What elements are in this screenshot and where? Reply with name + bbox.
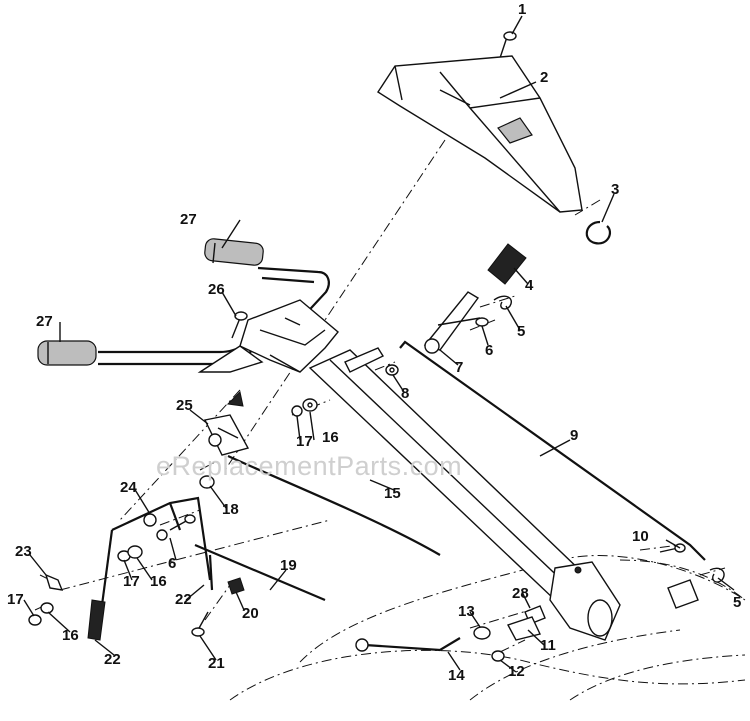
hand-grip-part-27-upper bbox=[204, 238, 264, 266]
callout-22-left: 22 bbox=[104, 651, 121, 668]
callout-20: 20 bbox=[242, 605, 259, 622]
control-bracket-part-25 bbox=[203, 390, 250, 456]
callout-8: 8 bbox=[401, 385, 409, 402]
cable-clamp-part-20 bbox=[227, 577, 245, 595]
tube-mount-bracket bbox=[549, 561, 621, 641]
callout-leaders bbox=[23, 15, 735, 673]
callout-5-top: 5 bbox=[517, 323, 525, 340]
callout-2: 2 bbox=[540, 69, 548, 86]
handle-tube-part-15 bbox=[308, 347, 587, 601]
callout-6-top: 6 bbox=[485, 342, 493, 359]
control-cable bbox=[227, 455, 441, 556]
callout-1: 1 bbox=[518, 1, 526, 18]
callout-13: 13 bbox=[458, 603, 475, 620]
rod-part-22-right bbox=[208, 554, 214, 591]
callout-24: 24 bbox=[120, 479, 137, 496]
hand-grip-part-27-lower bbox=[37, 340, 97, 366]
hairpin-part-5-top bbox=[493, 295, 512, 310]
shift-rod-part-9 bbox=[399, 340, 706, 561]
callout-17-left: 17 bbox=[7, 591, 24, 608]
washer-part-6-top bbox=[475, 317, 489, 327]
callout-11: 11 bbox=[540, 637, 556, 654]
callout-7: 7 bbox=[455, 359, 463, 376]
callout-22-right: 22 bbox=[175, 591, 192, 608]
tiller-body-outline bbox=[229, 555, 746, 701]
callout-26: 26 bbox=[208, 281, 225, 298]
callout-27-upper: 27 bbox=[180, 211, 197, 228]
shift-lever-part-7 bbox=[423, 291, 481, 354]
callout-4: 4 bbox=[525, 277, 534, 294]
bolt-part-6-lower bbox=[169, 514, 196, 531]
lever-grip-part-4 bbox=[487, 243, 527, 285]
shift-bracket-lower bbox=[667, 579, 699, 609]
callout-16-left: 16 bbox=[62, 627, 79, 644]
callout-12: 12 bbox=[508, 663, 525, 680]
cable-part-19 bbox=[194, 543, 326, 602]
bolt-part-26 bbox=[231, 311, 248, 339]
callout-17-mid: 17 bbox=[123, 573, 140, 590]
watermark-text: eReplacementParts.com bbox=[156, 451, 462, 481]
washer-part-13 bbox=[473, 626, 491, 640]
callout-6-lower: 6 bbox=[168, 555, 176, 572]
callout-25: 25 bbox=[176, 397, 193, 414]
callout-3: 3 bbox=[611, 181, 619, 198]
callout-28: 28 bbox=[512, 585, 529, 602]
callout-19: 19 bbox=[280, 557, 297, 574]
callout-27-lower: 27 bbox=[36, 313, 53, 330]
bolt-part-23 bbox=[44, 573, 64, 591]
washer-part-16-mid bbox=[127, 545, 143, 559]
callout-17-upper: 17 bbox=[296, 433, 313, 450]
bolt-part-21 bbox=[191, 611, 209, 637]
nut-part-17-upper bbox=[291, 405, 303, 417]
callout-labels: 1 2 3 4 5 6 7 8 9 10 11 12 13 14 15 16 1… bbox=[7, 1, 741, 684]
rod-part-22-left bbox=[87, 599, 106, 641]
hairpin-part-5-bottom bbox=[709, 567, 725, 583]
callout-5-bottom: 5 bbox=[733, 594, 741, 611]
screw-part-1 bbox=[499, 31, 517, 59]
callout-18: 18 bbox=[222, 501, 239, 518]
callout-15: 15 bbox=[384, 485, 401, 502]
washer-part-16-upper bbox=[302, 398, 318, 412]
callout-14: 14 bbox=[448, 667, 465, 684]
handle-cover-part-2 bbox=[377, 55, 583, 213]
nut-part-18 bbox=[199, 475, 215, 489]
handle-bracket bbox=[197, 299, 339, 373]
washer-part-16-left bbox=[40, 602, 54, 614]
rod-part-14 bbox=[355, 637, 461, 652]
nut-part-12 bbox=[491, 650, 505, 662]
callout-9: 9 bbox=[570, 427, 578, 444]
callout-10: 10 bbox=[632, 528, 649, 545]
nut-part-17-left bbox=[28, 614, 42, 626]
retaining-ring-part-3 bbox=[585, 220, 612, 245]
washer-part-8 bbox=[385, 364, 399, 376]
callout-21: 21 bbox=[208, 655, 225, 672]
callout-16-upper: 16 bbox=[322, 429, 339, 446]
callout-23: 23 bbox=[15, 543, 32, 560]
bolt-part-10 bbox=[659, 543, 686, 553]
callout-16-mid: 16 bbox=[150, 573, 167, 590]
